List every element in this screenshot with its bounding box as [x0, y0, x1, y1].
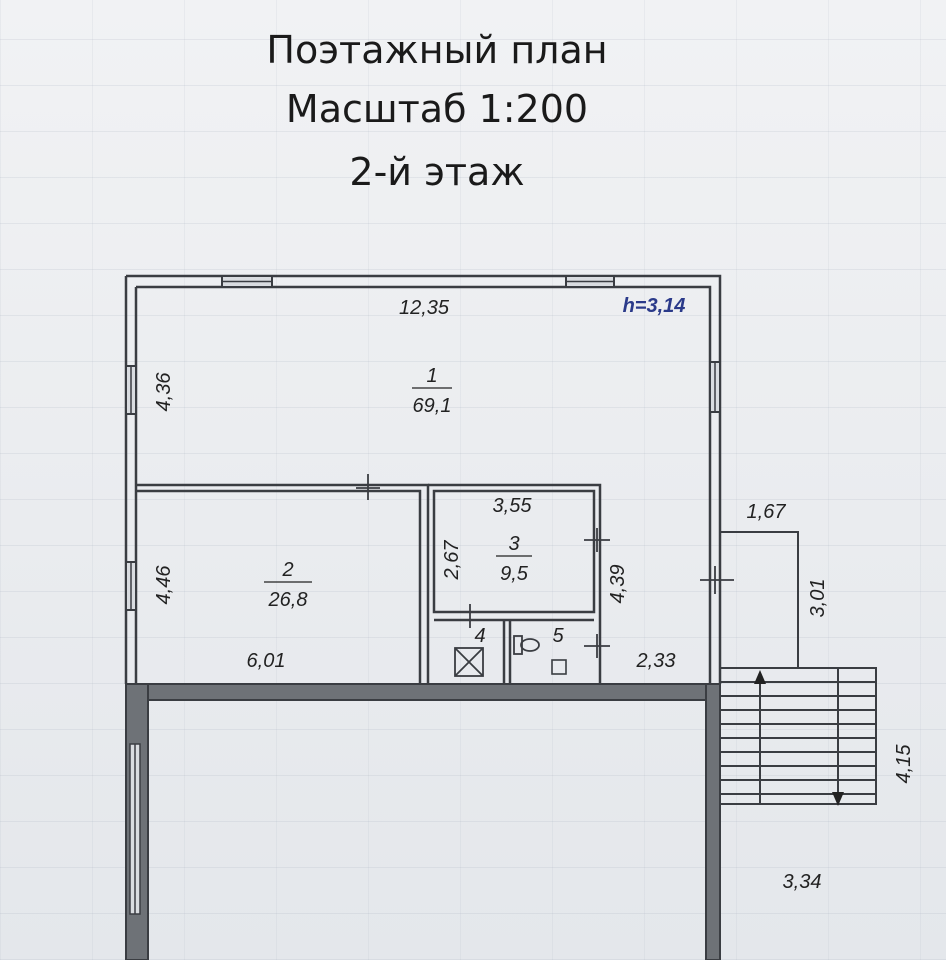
- dim-room3-width: 3,55: [493, 495, 533, 517]
- lower-floor-right-wall: [705, 683, 721, 960]
- dim-corridor-width: 2,33: [636, 650, 676, 672]
- dim-room3-height: 2,67: [441, 540, 463, 581]
- outer-walls: [124, 274, 722, 684]
- plan-floor: 2-й этаж: [349, 150, 525, 194]
- height-label: h=3,14: [623, 295, 686, 317]
- room-2-number: 2: [281, 559, 293, 581]
- door-marks: [356, 474, 734, 658]
- room-2-area: 26,8: [268, 589, 308, 611]
- dim-top-width: 12,35: [399, 297, 450, 319]
- room-1-number: 1: [426, 365, 437, 387]
- stairs-down-arrow-icon: [832, 792, 844, 806]
- porch-outline: [720, 531, 799, 668]
- stairs-steps: [720, 681, 876, 795]
- partition-room3-inner: [432, 489, 596, 614]
- stairs: [719, 667, 877, 805]
- outer-wall-outer-line: [126, 274, 722, 684]
- dim-room2-height: 4,46: [153, 565, 175, 605]
- dim-room2-width: 6,01: [247, 650, 286, 672]
- room-3-number: 3: [508, 533, 519, 555]
- dim-room1-height: 4,36: [153, 372, 175, 412]
- dim-stairs-width: 3,34: [783, 871, 822, 893]
- lower-floor-walls: [125, 683, 721, 960]
- dim-porch-width: 1,67: [747, 501, 787, 523]
- partition-room2-inner: [136, 489, 422, 684]
- room-5-number: 5: [552, 625, 564, 647]
- dim-stairs-height: 4,15: [893, 744, 915, 784]
- plan-title: Поэтажный план: [266, 28, 608, 72]
- lower-floor-top-wall: [125, 683, 721, 701]
- dim-porch-height: 3,01: [807, 579, 829, 618]
- stairs-outline: [719, 667, 877, 805]
- interior-partitions: [136, 483, 602, 684]
- outer-wall-inner-line: [136, 285, 712, 684]
- dim-room3-right: 4,39: [607, 565, 629, 604]
- toilet-icon: [513, 635, 540, 655]
- shower-icon: [454, 647, 484, 677]
- sink-icon: [551, 659, 567, 675]
- room-1-area: 69,1: [413, 395, 452, 417]
- room-3-area: 9,5: [500, 563, 529, 585]
- plan-scale: Масштаб 1:200: [285, 87, 589, 131]
- partition-room3-outer: [428, 483, 602, 684]
- porch: [720, 531, 799, 668]
- stairs-up-arrow-icon: [754, 670, 766, 684]
- room-4-number: 4: [474, 625, 485, 647]
